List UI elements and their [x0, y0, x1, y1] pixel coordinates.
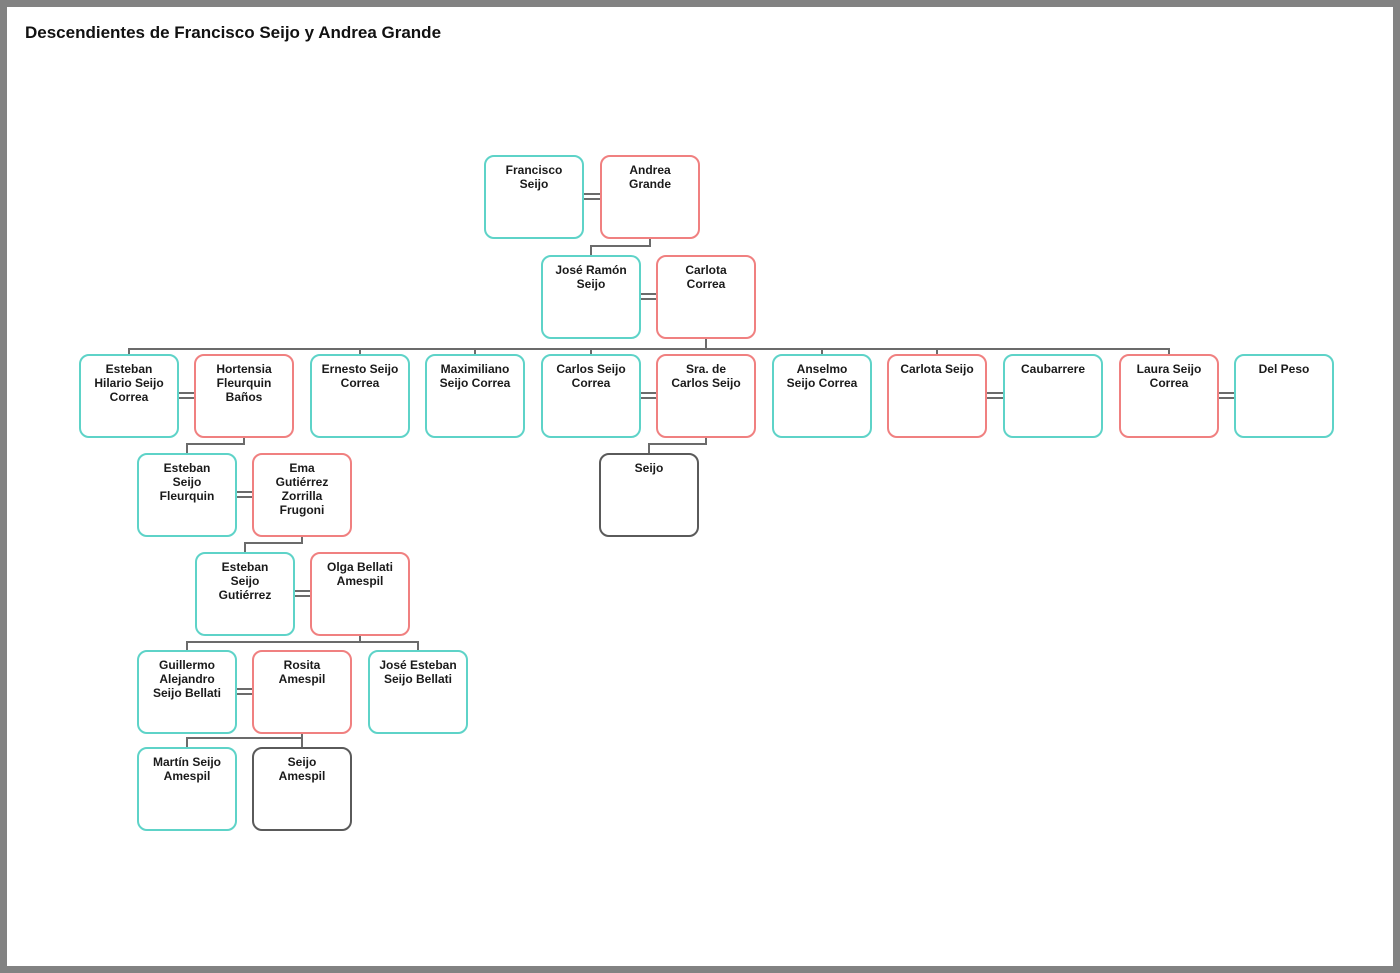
connector-line: [590, 350, 592, 354]
connector-line: [359, 350, 361, 354]
connector-line: [359, 636, 361, 643]
connector-line: [936, 350, 938, 354]
connector-line: [186, 643, 188, 650]
marriage-link: [641, 392, 656, 399]
connector-line: [474, 350, 476, 354]
person-node-carlos-seijo-correa[interactable]: Carlos Seijo Correa: [541, 354, 641, 438]
marriage-link: [237, 491, 252, 498]
connector-line: [186, 641, 419, 643]
connector-line: [301, 537, 303, 544]
connector-line: [705, 339, 707, 350]
connector-line: [186, 445, 188, 453]
connector-line: [590, 245, 651, 247]
person-node-ema-gutierrez-zorrilla-frugoni[interactable]: Ema Gutiérrez Zorrilla Frugoni: [252, 453, 352, 537]
person-node-esteban-hilario-seijo-correa[interactable]: Esteban Hilario Seijo Correa: [79, 354, 179, 438]
person-node-laura-seijo-correa[interactable]: Laura Seijo Correa: [1119, 354, 1219, 438]
connector-line: [244, 542, 303, 544]
connector-line: [128, 350, 130, 354]
person-node-guillermo-alejandro-seijo-bellati[interactable]: Guillermo Alejandro Seijo Bellati: [137, 650, 237, 734]
connector-line: [590, 247, 592, 255]
connector-line: [301, 739, 303, 747]
marriage-link: [237, 688, 252, 695]
marriage-link: [987, 392, 1003, 399]
person-node-anselmo-seijo-correa[interactable]: Anselmo Seijo Correa: [772, 354, 872, 438]
person-node-ernesto-seijo-correa[interactable]: Ernesto Seijo Correa: [310, 354, 410, 438]
connector-line: [648, 443, 707, 445]
person-node-seijo-amespil[interactable]: Seijo Amespil: [252, 747, 352, 831]
connector-line: [705, 438, 707, 445]
person-node-esteban-seijo-gutierrez[interactable]: Esteban Seijo Gutiérrez: [195, 552, 295, 636]
person-node-carlota-correa[interactable]: Carlota Correa: [656, 255, 756, 339]
person-node-rosita-amespil[interactable]: Rosita Amespil: [252, 650, 352, 734]
connector-line: [649, 239, 651, 247]
marriage-link: [584, 193, 600, 200]
marriage-link: [641, 293, 656, 300]
connector-line: [186, 737, 303, 739]
person-node-martin-seijo-amespil[interactable]: Martín Seijo Amespil: [137, 747, 237, 831]
person-node-jose-esteban-seijo-bellati[interactable]: José Esteban Seijo Bellati: [368, 650, 468, 734]
connector-line: [243, 438, 245, 445]
person-node-carlota-seijo[interactable]: Carlota Seijo: [887, 354, 987, 438]
person-node-del-peso[interactable]: Del Peso: [1234, 354, 1334, 438]
connector-line: [128, 348, 1170, 350]
person-node-francisco-seijo[interactable]: Francisco Seijo: [484, 155, 584, 239]
connector-line: [648, 445, 650, 453]
person-node-andrea-grande[interactable]: Andrea Grande: [600, 155, 700, 239]
person-node-seijo[interactable]: Seijo: [599, 453, 699, 537]
person-node-caubarrere[interactable]: Caubarrere: [1003, 354, 1103, 438]
page-title: Descendientes de Francisco Seijo y Andre…: [25, 23, 442, 42]
marriage-link: [179, 392, 194, 399]
connector-line: [301, 734, 303, 739]
connector-line: [244, 544, 246, 552]
connector-line: [186, 443, 245, 445]
connector-line: [1168, 350, 1170, 354]
connector-line: [417, 643, 419, 650]
person-node-hortensia-fleurquin-banos[interactable]: Hortensia Fleurquin Baños: [194, 354, 294, 438]
person-node-maximiliano-seijo-correa[interactable]: Maximiliano Seijo Correa: [425, 354, 525, 438]
person-node-sra-de-carlos-seijo[interactable]: Sra. de Carlos Seijo: [656, 354, 756, 438]
connector-line: [821, 350, 823, 354]
person-node-esteban-seijo-fleurquin[interactable]: Esteban Seijo Fleurquin: [137, 453, 237, 537]
person-node-olga-bellati-amespil[interactable]: Olga Bellati Amespil: [310, 552, 410, 636]
marriage-link: [295, 590, 310, 597]
connector-line: [186, 739, 188, 747]
person-node-jose-ramon-seijo[interactable]: José Ramón Seijo: [541, 255, 641, 339]
marriage-link: [1219, 392, 1234, 399]
